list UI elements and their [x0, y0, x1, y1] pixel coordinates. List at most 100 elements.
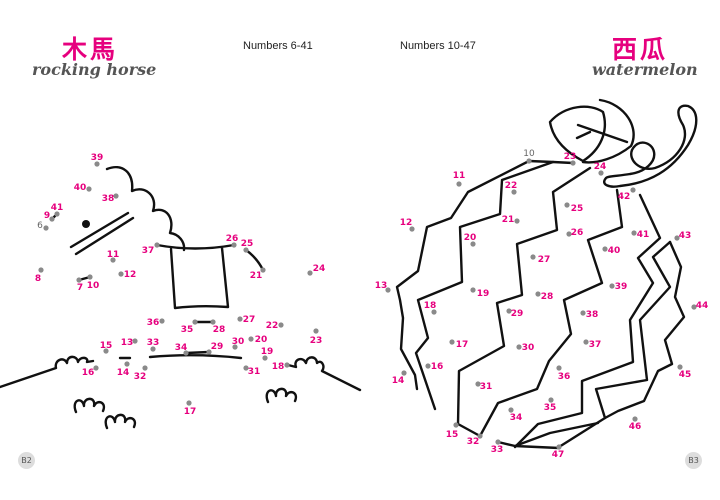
horse-english-title: rocking horse: [32, 60, 157, 79]
dot-label-40: 40: [74, 183, 87, 193]
dot-36: [556, 365, 562, 371]
dot-label-9: 9: [44, 211, 50, 221]
dot-42: [630, 187, 636, 193]
dot-label-20: 20: [464, 233, 477, 243]
dot-40: [86, 186, 92, 192]
dot-label-35: 35: [544, 403, 557, 413]
dot-label-23: 23: [310, 336, 323, 346]
dot-label-6: 6: [37, 221, 43, 231]
dot-label-23: 23: [564, 152, 577, 162]
dot-40: [602, 246, 608, 252]
dot-30: [232, 344, 238, 350]
horse-head-line: [69, 211, 135, 256]
right-rocker: [286, 356, 362, 392]
horse-tail: [244, 248, 265, 272]
dot-39: [94, 161, 100, 167]
dot-label-11: 11: [453, 171, 466, 181]
dot-label-18: 18: [272, 362, 285, 372]
dot-36: [159, 318, 165, 324]
dot-24: [307, 270, 313, 276]
dot-label-16: 16: [82, 368, 95, 378]
dot-9: [49, 216, 55, 222]
dot-7: [76, 277, 82, 283]
dot-31: [243, 365, 249, 371]
dot-label-11: 11: [107, 250, 120, 260]
horse-mane: [105, 166, 186, 252]
dot-13: [385, 287, 391, 293]
dot-label-25: 25: [571, 204, 584, 214]
dot-44: [691, 304, 697, 310]
dot-34: [183, 350, 189, 356]
dot-label-30: 30: [522, 343, 535, 353]
dot-28: [210, 319, 216, 325]
dot-10: [87, 274, 93, 280]
dot-label-18: 18: [424, 301, 437, 311]
dot-37: [583, 339, 589, 345]
dot-label-33: 33: [147, 338, 160, 348]
dot-label-29: 29: [511, 309, 524, 319]
dot-43: [674, 235, 680, 241]
dot-35: [548, 397, 554, 403]
dot-25: [564, 202, 570, 208]
dot-label-37: 37: [589, 340, 602, 350]
dot-10: [526, 158, 532, 164]
dot-29: [206, 349, 212, 355]
horse-body: [155, 243, 236, 310]
dot-label-29: 29: [211, 342, 224, 352]
dot-label-36: 36: [558, 372, 571, 382]
dot-label-13: 13: [121, 338, 134, 348]
dot-33: [150, 346, 156, 352]
dot-label-42: 42: [618, 192, 631, 202]
dot-label-24: 24: [594, 162, 607, 172]
dot-27: [530, 254, 536, 260]
dot-label-8: 8: [35, 274, 41, 284]
dot-13: [132, 338, 138, 344]
dot-26: [231, 242, 237, 248]
dot-11: [110, 257, 116, 263]
dot-23: [570, 160, 576, 166]
dot-label-33: 33: [491, 445, 504, 455]
grass-tuft: [265, 387, 298, 404]
dot-19: [262, 355, 268, 361]
dot-21: [260, 267, 266, 273]
stripe: [513, 193, 662, 449]
leaf: [548, 105, 606, 163]
melon-bottom: [496, 421, 600, 450]
dot-label-47: 47: [552, 450, 565, 460]
dot-26: [566, 231, 572, 237]
dot-label-35: 35: [181, 325, 194, 335]
dot-label-27: 27: [538, 255, 551, 265]
dot-11: [456, 181, 462, 187]
dot-25: [243, 247, 249, 253]
watermelon-outline: [395, 98, 698, 450]
horse-eye: [82, 220, 90, 228]
page-badge-left: B2: [18, 452, 35, 469]
dot-16: [93, 365, 99, 371]
dot-18: [284, 362, 290, 368]
dot-8: [38, 267, 44, 273]
dot-label-43: 43: [679, 231, 692, 241]
dot-label-45: 45: [679, 370, 692, 380]
horse-kanji-title: 木馬: [62, 35, 119, 64]
dot-label-34: 34: [510, 413, 523, 423]
watermelon-kanji-title: 西瓜: [612, 35, 669, 64]
dot-label-25: 25: [241, 239, 254, 249]
left-rocker: [0, 355, 95, 389]
dot-33: [495, 439, 501, 445]
dot-label-39: 39: [91, 153, 104, 163]
dot-label-38: 38: [102, 194, 115, 204]
dot-30: [516, 344, 522, 350]
dot-31: [475, 381, 481, 387]
dot-label-19: 19: [261, 347, 274, 357]
dot-45: [677, 364, 683, 370]
dot-12: [118, 271, 124, 277]
stripe: [557, 240, 686, 449]
dot-label-16: 16: [431, 362, 444, 372]
dot-label-20: 20: [255, 335, 268, 345]
dot-15: [453, 422, 459, 428]
dot-label-22: 22: [266, 321, 279, 331]
dot-label-26: 26: [226, 234, 239, 244]
dot-label-10: 10: [87, 281, 100, 291]
dot-label-41: 41: [51, 203, 64, 213]
